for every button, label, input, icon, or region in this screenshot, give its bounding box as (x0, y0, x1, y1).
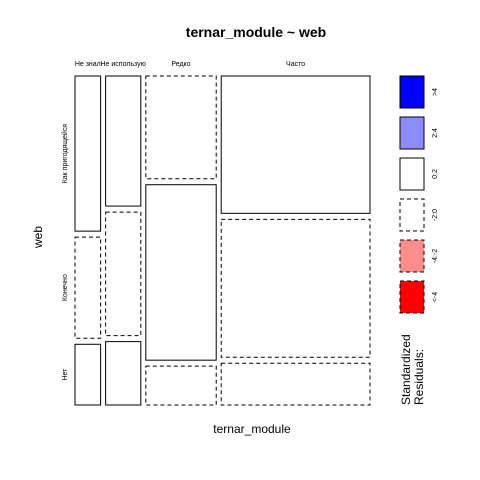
legend-label: -4:-2 (432, 249, 439, 264)
mosaic-cells (74, 75, 371, 406)
y-tick-label: Конечно (62, 274, 69, 301)
x-tick-label: Не использую (100, 61, 145, 68)
legend-swatch (399, 239, 425, 273)
legend-label: -2:0 (432, 209, 439, 221)
mosaic-cell-часто-нет (220, 362, 371, 406)
x-axis-label: ternar_module (213, 422, 291, 436)
mosaic-cell-не-знал-нет (74, 343, 102, 406)
mosaic-cell-часто-как-пригодящейся (220, 75, 371, 214)
y-axis-label: web (31, 226, 45, 249)
mosaic-cell-редко-нет (145, 365, 217, 406)
legend-label: <-4 (432, 292, 439, 302)
legend-label: 0:2 (432, 169, 439, 179)
legend-label: >4 (432, 88, 439, 96)
legend-swatch (399, 157, 425, 191)
mosaic-cell-часто-конечно (220, 218, 371, 358)
mosaic-cell-редко-как-пригодящейся (145, 75, 217, 180)
mosaic-cell-редко-конечно (145, 184, 217, 361)
y-tick-label: Нет (62, 368, 69, 381)
legend-swatch (399, 116, 425, 150)
chart-title: ternar_module ~ web (186, 24, 326, 40)
mosaic-cell-не-знал-как-пригодящейся (74, 75, 102, 232)
mosaic-cell-не-знал-конечно (74, 236, 102, 339)
legend: Standardized Residuals: >4 2:4 0:2 -2:0 -4:-… (399, 75, 439, 405)
legend-title: Standardized Residuals: (399, 331, 426, 405)
x-tick-label: Редко (171, 61, 190, 68)
x-tick-label: Часто (286, 61, 305, 68)
mosaic-cell-не-использую-конечно (105, 211, 142, 337)
x-tick-label: Не знал (75, 61, 101, 68)
mosaic-cell-не-использую-как-пригодящейся (105, 75, 142, 207)
legend-label: 2:4 (432, 128, 439, 138)
mosaic-cell-не-использую-нет (105, 341, 142, 406)
legend-swatch (399, 198, 425, 232)
y-tick-label: Как пригодящейся (61, 124, 69, 184)
legend-swatch (399, 280, 425, 314)
legend-swatch (399, 75, 425, 109)
